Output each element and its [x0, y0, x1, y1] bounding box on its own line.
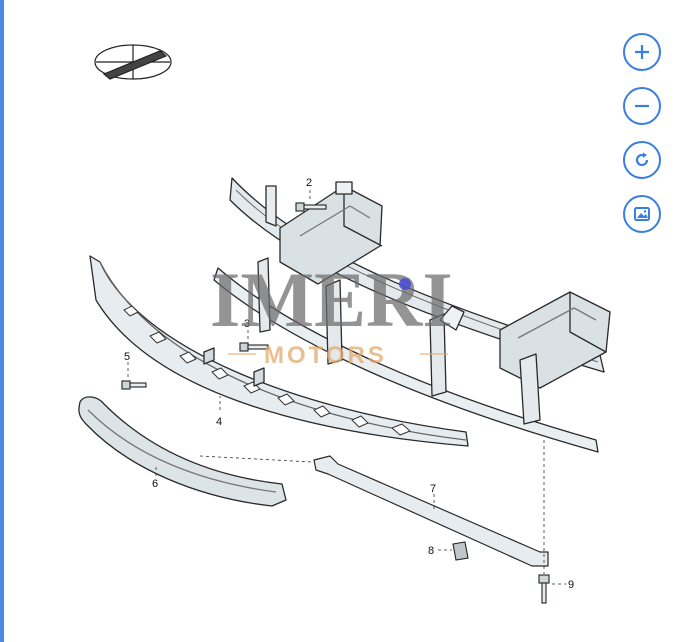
clip-8: [452, 541, 469, 561]
viewer-toolbar: [623, 33, 665, 249]
callout-4: 4: [216, 416, 222, 428]
callout-3: 3: [244, 318, 250, 330]
impact-absorber: [78, 396, 287, 507]
screw-9: [538, 574, 550, 604]
callout-7: 7: [430, 483, 436, 495]
bolt-5: [121, 380, 147, 390]
watermark-subtitle: MOTORS: [264, 342, 387, 369]
callout-5: 5: [124, 351, 130, 363]
support-strut: [313, 455, 549, 567]
bolt-2: [295, 202, 327, 212]
plus-icon: [635, 45, 649, 59]
watermark-logo: IMERI: [210, 256, 453, 343]
callout-6: 6: [152, 478, 158, 490]
zoom-in-button[interactable]: [623, 33, 661, 71]
image-button[interactable]: [623, 195, 661, 233]
image-icon: [634, 207, 650, 221]
rotate-button[interactable]: [623, 141, 661, 179]
carrier-frame: [213, 177, 611, 453]
refresh-icon: [635, 152, 649, 167]
callout-9: 9: [568, 579, 574, 591]
minus-icon: [635, 104, 649, 108]
reinforcement-beam: [89, 255, 469, 447]
callout-8: 8: [428, 545, 434, 557]
bolt-3: [239, 342, 269, 352]
zoom-out-button[interactable]: [623, 87, 661, 125]
callout-2: 2: [306, 177, 312, 189]
leader-lines: [127, 190, 566, 585]
watermark-dot: [399, 278, 411, 290]
orientation-icon: [94, 44, 172, 80]
left-edge-bar: [0, 0, 4, 642]
